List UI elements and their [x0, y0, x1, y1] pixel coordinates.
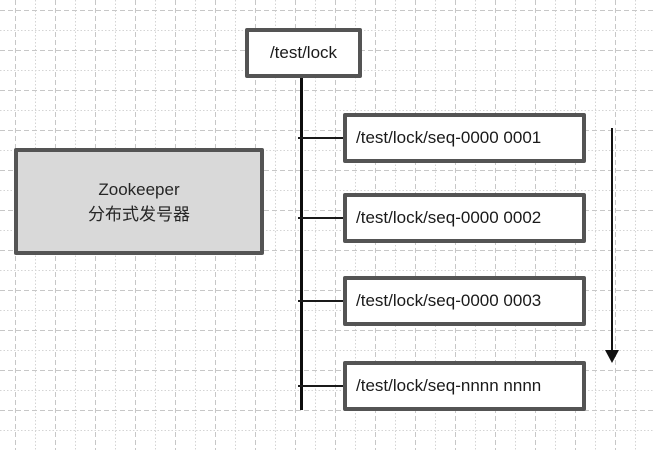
root-node-label: /test/lock — [269, 43, 338, 62]
zookeeper-info-box: Zookeeper 分布式发号器 — [14, 148, 264, 255]
connector-line — [298, 300, 343, 302]
child-node-box: /test/lock/seq-0000 0003 — [343, 276, 586, 326]
child-node-box: /test/lock/seq-nnnn nnnn — [343, 361, 586, 411]
tree-trunk-line — [300, 78, 303, 410]
child-node-label: /test/lock/seq-0000 0002 — [356, 208, 542, 227]
child-node-box: /test/lock/seq-0000 0002 — [343, 193, 586, 243]
child-node-label: /test/lock/seq-0000 0001 — [356, 128, 542, 147]
connector-line — [298, 217, 343, 219]
sequence-arrow-line — [611, 128, 613, 351]
arrow-down-icon — [605, 350, 619, 363]
root-node-box: /test/lock — [245, 28, 362, 78]
child-node-label: /test/lock/seq-nnnn nnnn — [356, 376, 542, 395]
child-node-label: /test/lock/seq-0000 0003 — [356, 291, 542, 310]
connector-line — [298, 137, 343, 139]
connector-line — [298, 385, 343, 387]
info-box-line2: 分布式发号器 — [88, 204, 190, 224]
child-node-box: /test/lock/seq-0000 0001 — [343, 113, 586, 163]
info-box-line1: Zookeeper — [98, 179, 180, 199]
